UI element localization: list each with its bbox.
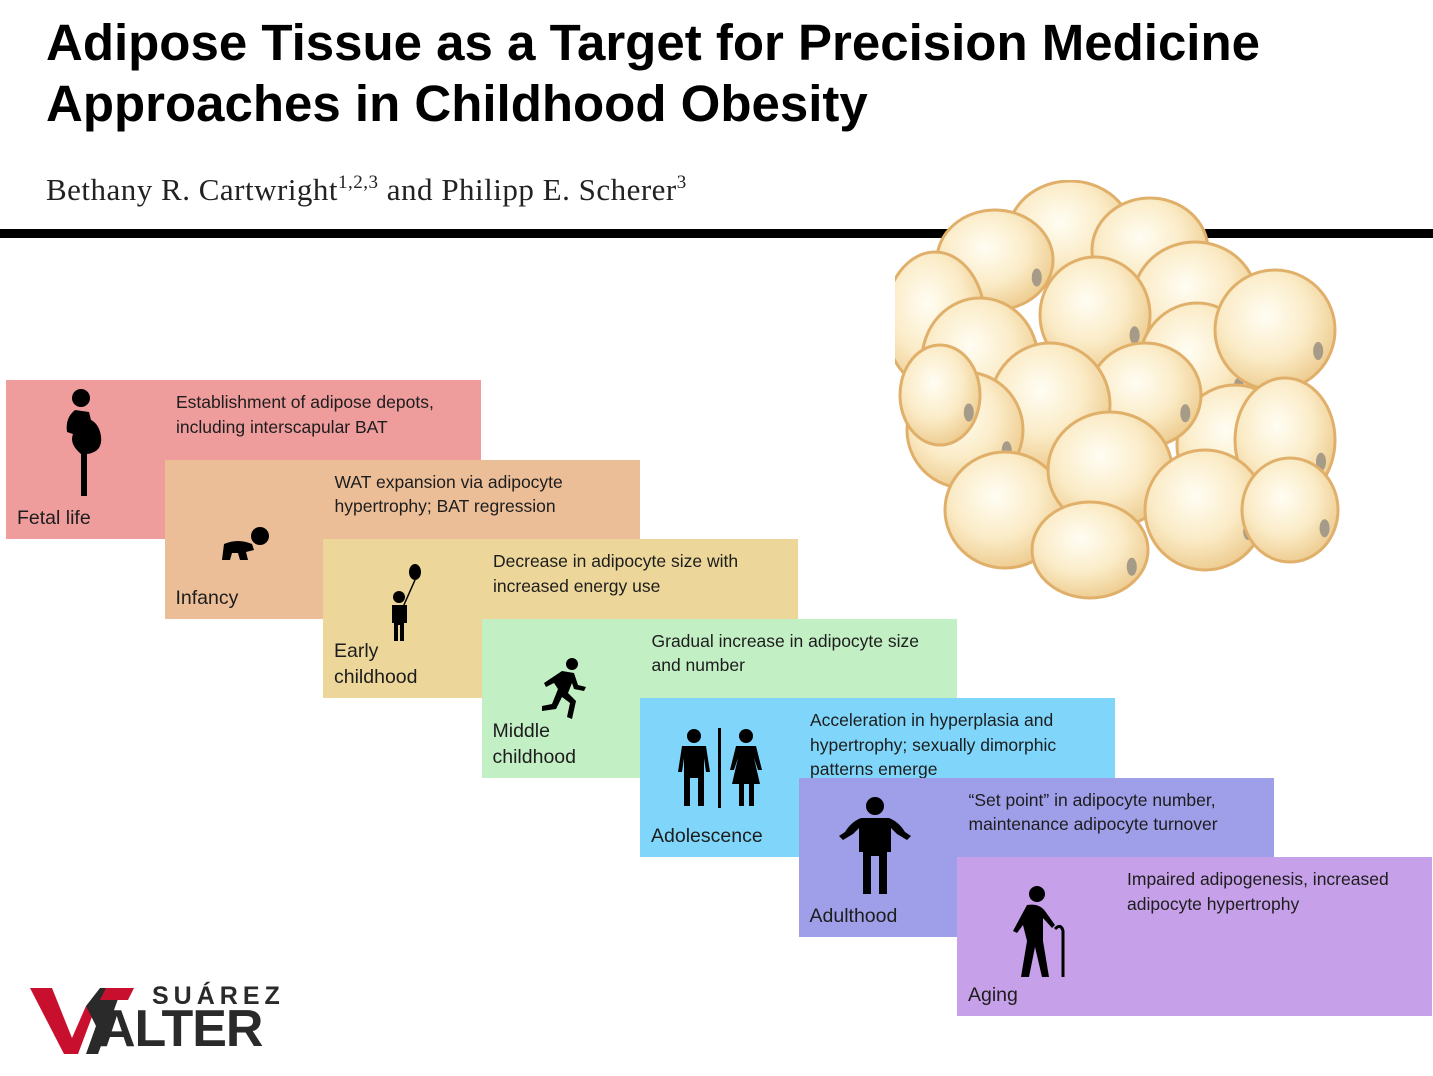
elderly-cane-icon xyxy=(1005,885,1069,979)
stage-description: Acceleration in hyperplasia and hypertro… xyxy=(810,710,1057,779)
header-divider xyxy=(0,229,1433,238)
logo-w-mark xyxy=(30,988,134,1054)
stage-description: Impaired adipogenesis, increased adipocy… xyxy=(1127,869,1389,914)
stage-description: Gradual increase in adipocyte size and n… xyxy=(651,630,920,676)
author-2: Philipp E. Scherer xyxy=(441,172,677,207)
logo-walter-text: ALTER xyxy=(98,1000,263,1058)
adipocyte-nucleus xyxy=(963,403,974,422)
adipocyte-nucleus xyxy=(1129,326,1140,345)
stage-label: Early childhood xyxy=(334,640,418,688)
stage-label: Adolescence xyxy=(651,825,763,847)
adipocyte-nucleus xyxy=(1180,404,1191,423)
stage-label: Infancy xyxy=(175,586,239,609)
stage-description: Decrease in adipocyte size with increase… xyxy=(493,551,739,596)
adipocyte-cell xyxy=(898,343,982,447)
adipocyte-nucleus xyxy=(1031,268,1042,287)
author-connector: and xyxy=(378,172,442,207)
child-balloon-icon xyxy=(383,563,427,643)
stage-label: Middle childhood xyxy=(492,719,576,768)
male-female-icon xyxy=(674,728,766,808)
author-1-affiliation: 1,2,3 xyxy=(338,172,379,193)
pregnant-woman-icon xyxy=(51,388,111,496)
author-2-affiliation: 3 xyxy=(676,172,687,193)
stage-description: WAT expansion via adipocyte hypertrophy;… xyxy=(334,471,563,517)
crawling-baby-icon xyxy=(220,526,270,562)
adult-person-icon xyxy=(838,796,911,894)
walter-suarez-logo: SUÁREZ ALTER xyxy=(30,976,280,1060)
page-title: Adipose Tissue as a Target for Precision… xyxy=(46,12,1416,134)
adipocyte-nucleus xyxy=(1319,519,1330,538)
adipocyte-cluster-illustration xyxy=(895,180,1340,600)
logo-suarez-text: SUÁREZ xyxy=(152,982,285,1010)
stage-description: “Set point” in adipocyte number, mainten… xyxy=(968,789,1218,835)
stage-label: Fetal life xyxy=(17,507,91,529)
adipocyte-nucleus xyxy=(1126,557,1137,576)
stage-label: Aging xyxy=(968,984,1018,1006)
adipocyte-cell xyxy=(1240,456,1340,564)
stage-description: Establishment of adipose depots, includi… xyxy=(176,392,434,437)
adipocyte-nucleus xyxy=(1313,342,1324,360)
title-line-1: Adipose Tissue as a Target for Precision… xyxy=(46,14,1260,71)
running-child-icon xyxy=(532,657,588,721)
adipocyte-cell xyxy=(1213,268,1337,392)
stage-label: Adulthood xyxy=(809,904,898,927)
author-line: Bethany R. Cartwright1,2,3 and Philipp E… xyxy=(46,172,687,208)
adipocyte-cell xyxy=(1030,500,1150,600)
title-line-2: Approaches in Childhood Obesity xyxy=(46,75,868,132)
author-1: Bethany R. Cartwright xyxy=(46,172,339,207)
stage-aging: Aging Impaired adipogenesis, increased ad… xyxy=(957,857,1432,1016)
